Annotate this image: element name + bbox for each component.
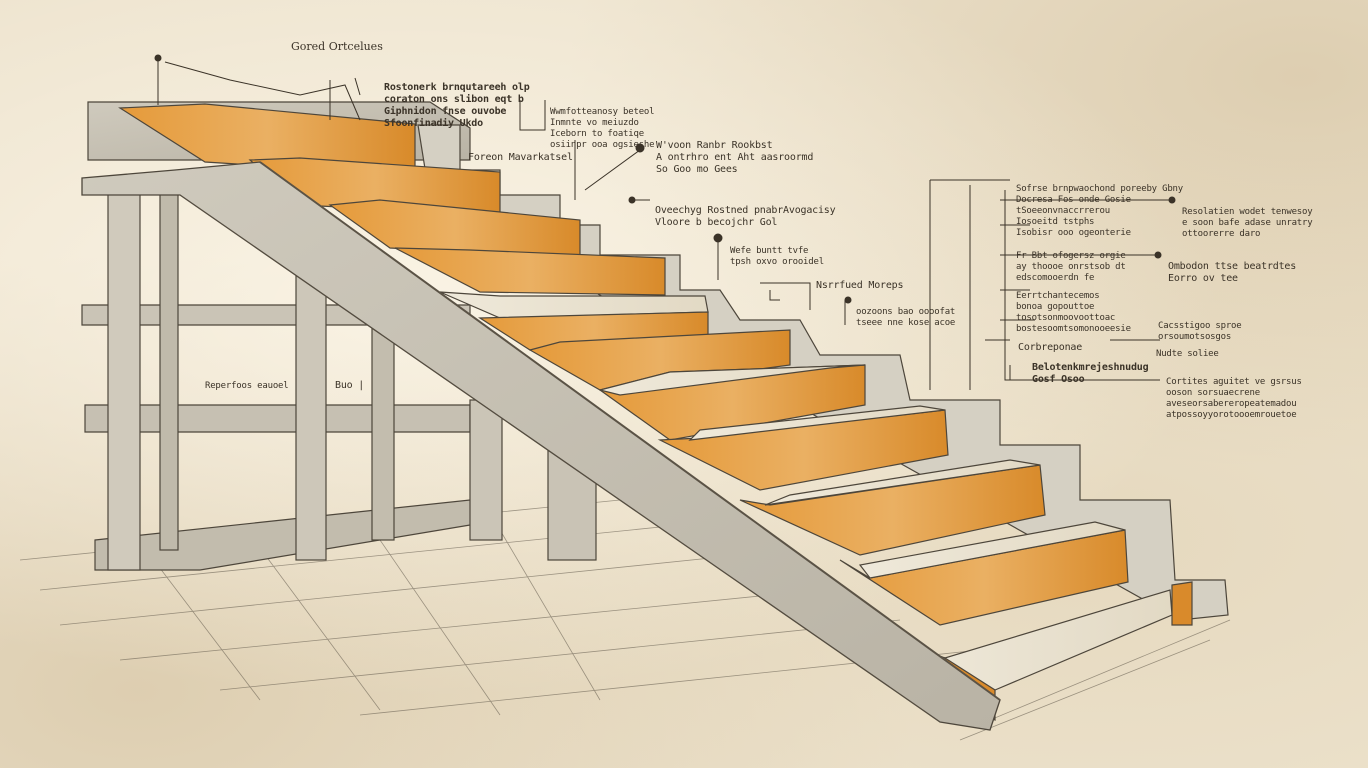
stair-step bbox=[439, 291, 709, 319]
stair-step bbox=[599, 364, 866, 396]
diagonal-stringer bbox=[81, 161, 1001, 731]
stair-steps bbox=[118, 103, 1193, 721]
stair-step bbox=[858, 521, 1126, 579]
annotation-17: Nudte soliee bbox=[1156, 349, 1219, 359]
floor-hatching bbox=[19, 499, 1231, 741]
stair-step bbox=[118, 103, 416, 176]
stair-step bbox=[328, 199, 581, 259]
annotation-3: Foreon Mavarkatsel bbox=[468, 152, 573, 163]
stair-step bbox=[394, 247, 666, 296]
stair-step bbox=[764, 459, 1041, 506]
annotation-7: Nsrrfued Moreps bbox=[816, 280, 904, 291]
annotation-12: Corbreponae bbox=[1018, 342, 1083, 353]
stair-step bbox=[688, 405, 946, 441]
leader-lines bbox=[154, 54, 1176, 390]
stair-step bbox=[739, 464, 1046, 556]
annotation-20: Buo | bbox=[335, 380, 365, 391]
stair-step bbox=[528, 329, 791, 391]
stair-step bbox=[1171, 581, 1193, 626]
stair-step bbox=[839, 529, 1129, 626]
annotation-19: Reperfoos eauoel bbox=[205, 381, 289, 391]
top-label: Gored Ortcelues bbox=[291, 40, 383, 53]
